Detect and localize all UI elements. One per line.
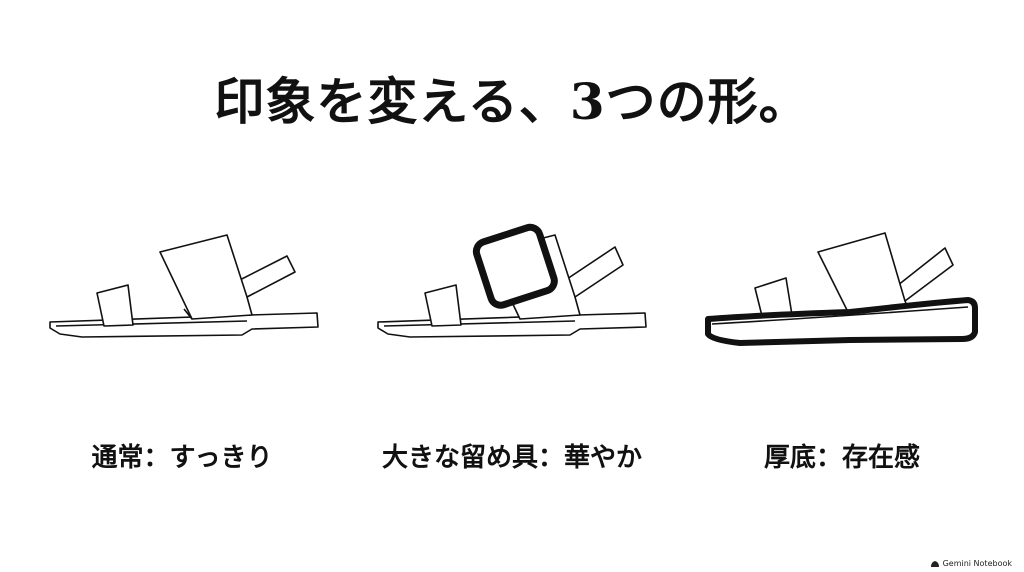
sandal-buckle-illustration [370, 215, 670, 365]
sandal-platform-illustration [700, 215, 1000, 365]
buckle-shape [472, 223, 558, 309]
sandal-normal-illustration [42, 215, 342, 365]
page-title: 印象を変える、3つの形。 [214, 72, 810, 131]
footer-brand: Gemini Notebook [930, 559, 1012, 568]
caption-buckle: 大きな留め具：華やか [381, 443, 642, 473]
footer-brand-label: Gemini Notebook [942, 559, 1012, 568]
caption-platform: 厚底：存在感 [763, 443, 920, 473]
caption-normal: 通常：すっきり [91, 443, 273, 473]
gemini-notebook-logo-icon [930, 560, 939, 567]
